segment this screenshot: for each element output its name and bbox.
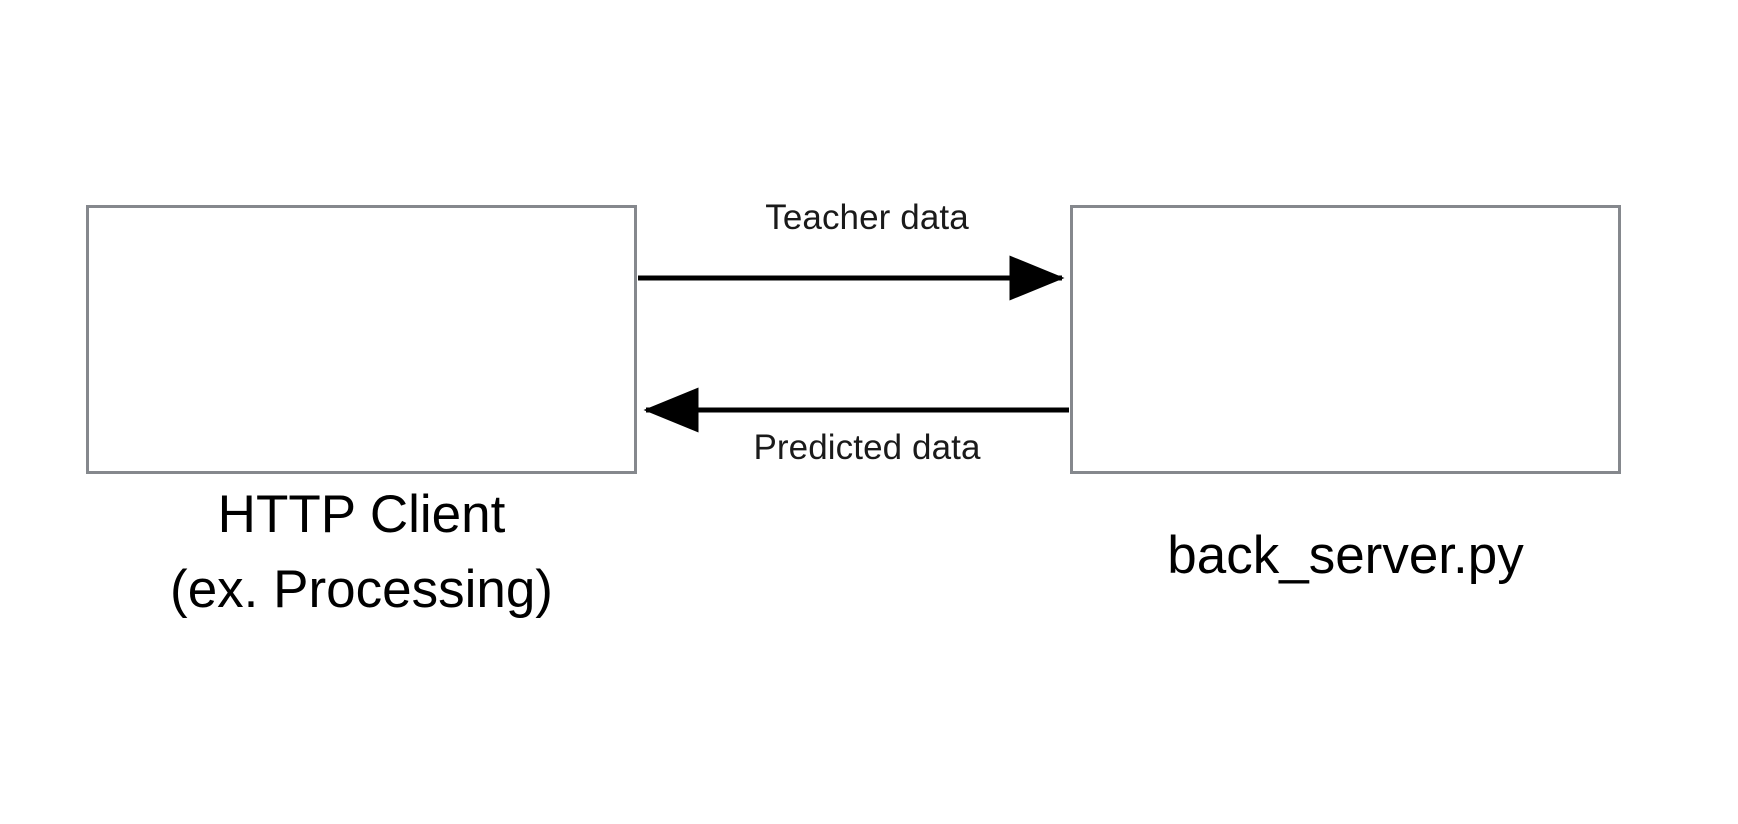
teacher-data-label: Teacher data <box>0 198 1738 237</box>
http-client-node-box[interactable] <box>86 205 637 474</box>
back-server-caption: back_server.py <box>1167 526 1524 585</box>
predicted-data-label-text: Predicted data <box>753 428 981 467</box>
teacher-data-label-text: Teacher data <box>765 198 969 237</box>
http-client-caption: HTTP Client (ex. Processing) <box>170 485 553 620</box>
back-server-node-box[interactable] <box>1070 205 1621 474</box>
predicted-data-label: Predicted data <box>0 428 1738 467</box>
